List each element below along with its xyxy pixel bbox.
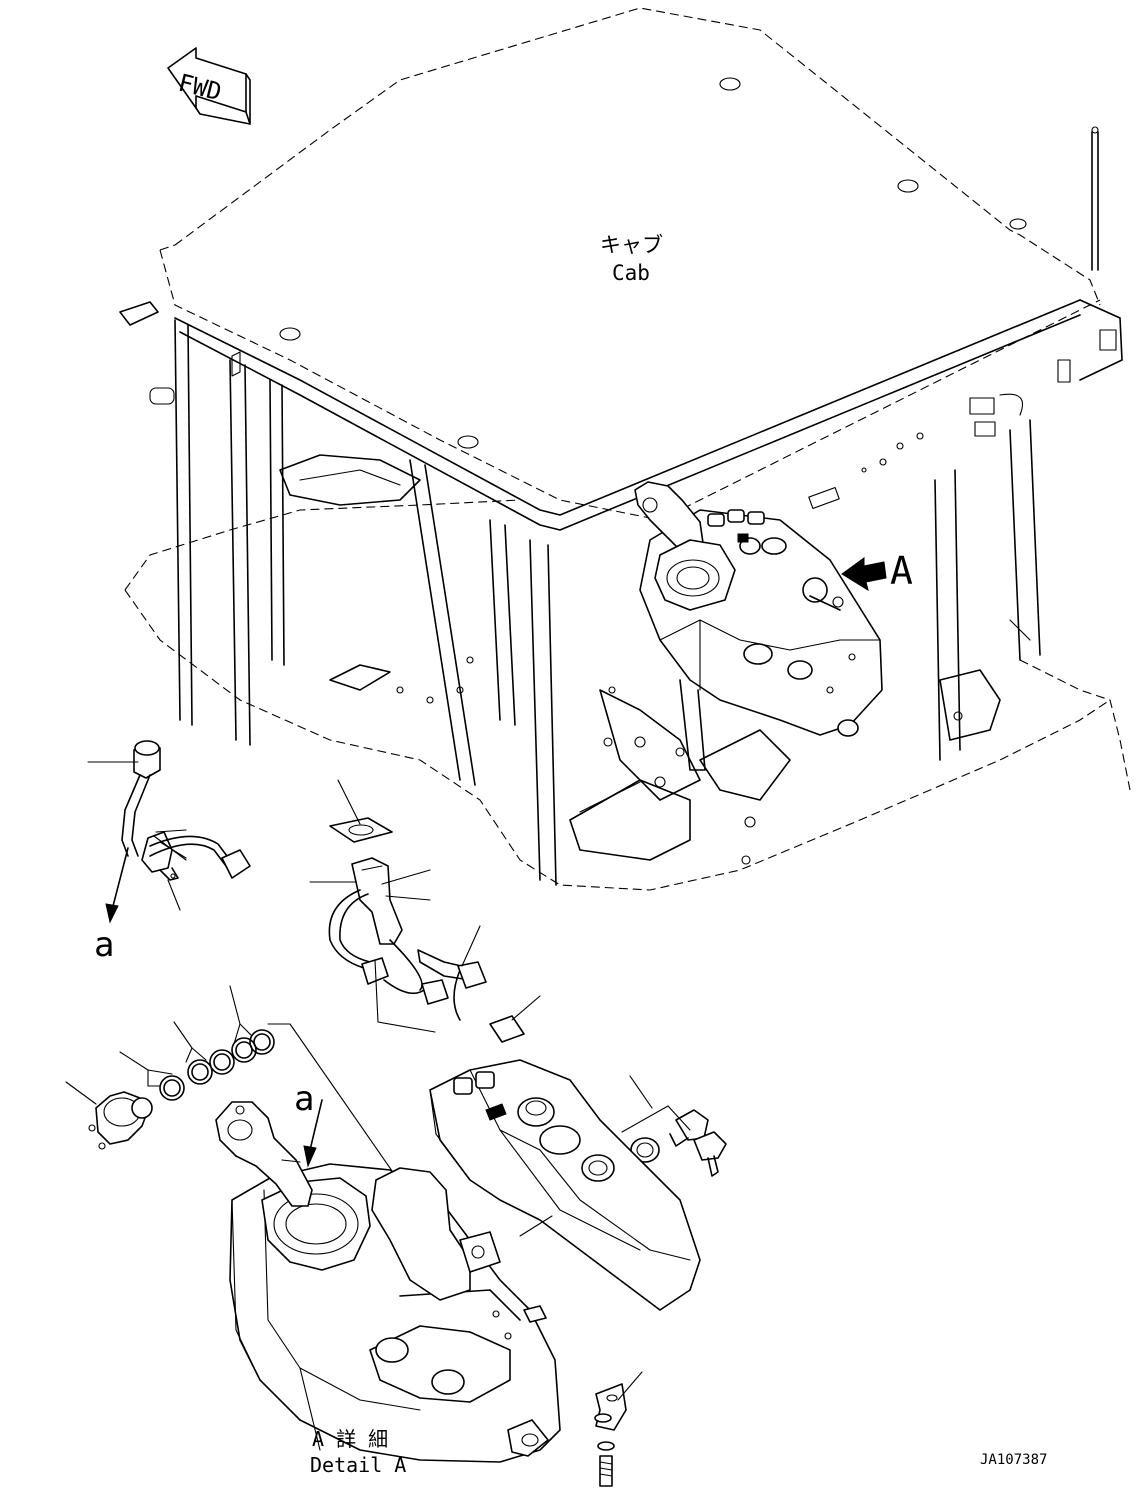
- key-switch-harness: [309, 779, 541, 1043]
- wiring-harness-a: [121, 740, 251, 881]
- detail-title-en: Detail A: [310, 1453, 406, 1477]
- cab-frame: [119, 299, 1123, 886]
- cab-label-en: Cab: [612, 261, 650, 285]
- fwd-arrow-icon: [167, 47, 251, 125]
- cab-floor: [279, 454, 1031, 865]
- callout-a-harness: a: [94, 925, 114, 965]
- callout-arrow-a-icon: [105, 847, 129, 924]
- key-switch-parts: [65, 985, 441, 1241]
- leader-lines: [87, 761, 187, 911]
- cab-label-jp: キャブ: [600, 233, 663, 257]
- antenna: [1091, 126, 1099, 271]
- cab-roof: [124, 7, 1131, 891]
- clamp-bolt-parts: [594, 1371, 643, 1487]
- detail-callout-arrow-icon: [303, 1099, 323, 1168]
- detail-a-panel: [429, 1059, 701, 1311]
- detail-a-console: [215, 1101, 561, 1463]
- drawing-number: JA107387: [980, 1452, 1047, 1468]
- console-in-cab: [634, 481, 883, 771]
- callout-a-detail: a: [294, 1079, 314, 1119]
- view-marker-a: A: [890, 549, 913, 593]
- view-arrow-icon: [841, 557, 887, 592]
- detail-title-jp: A 詳 細: [312, 1427, 388, 1451]
